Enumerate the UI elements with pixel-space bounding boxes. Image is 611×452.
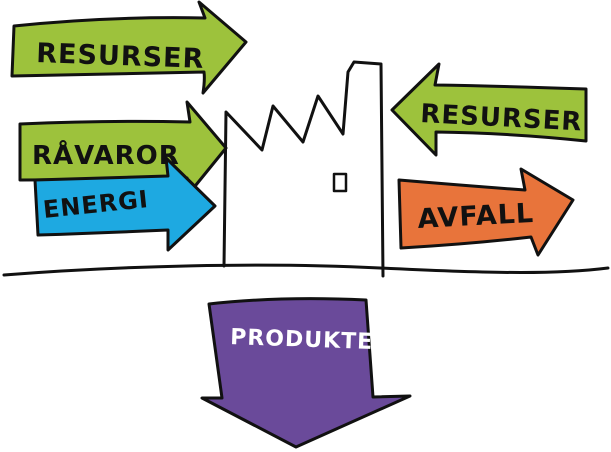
waste-arrow: AVFALL — [397, 167, 575, 257]
raw-materials-label: RÅVAROR — [32, 139, 180, 171]
ground-line — [2, 263, 610, 277]
products-label: PRODUKTER — [230, 325, 392, 356]
waste-label: AVFALL — [417, 198, 535, 235]
resources-input-arrow-right: RESURSER — [390, 62, 588, 157]
products-arrow: PRODUKTER — [200, 297, 412, 449]
factory-window — [332, 172, 348, 193]
energy-arrow: ENERGI — [33, 156, 217, 252]
resources-input-arrow-top: RESURSER — [10, 0, 248, 95]
resources-label-top: RESURSER — [36, 38, 205, 75]
factory-building — [222, 60, 385, 278]
